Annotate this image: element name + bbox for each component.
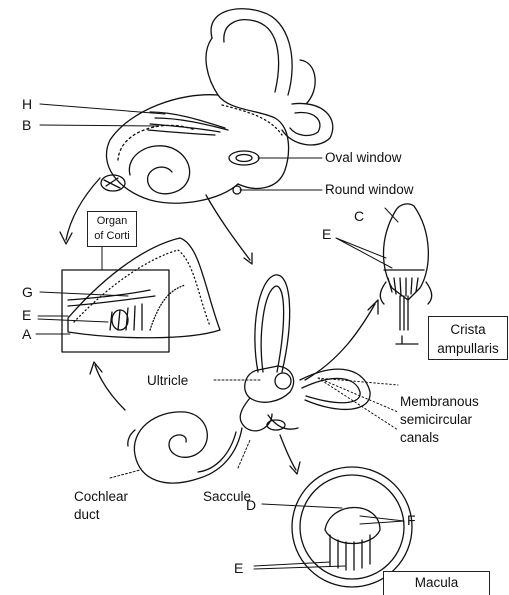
label-saccule: Saccule (203, 489, 251, 505)
label-f: F (407, 512, 416, 528)
label-d: D (246, 497, 256, 513)
label-h: H (22, 96, 32, 112)
crista-ampullaris-drawing (380, 204, 431, 344)
label-b: B (22, 117, 31, 133)
bony-labyrinth (101, 9, 333, 203)
label-e-macula: E (234, 560, 243, 576)
label-e-corti: E (22, 307, 31, 323)
label-c: C (354, 208, 364, 224)
label-e-crista: E (322, 226, 331, 242)
macula-drawing (292, 467, 412, 587)
label-oval-window: Oval window (325, 150, 402, 166)
label-cochlear-duct: Cochlear duct (74, 488, 128, 524)
label-ultricle: Ultricle (147, 373, 188, 389)
label-crista-ampullaris: Crista ampullaris (428, 316, 508, 360)
label-organ-of-corti: Organ of Corti (87, 211, 137, 247)
organ-of-corti-drawing (62, 238, 220, 352)
label-macula: Macula (383, 571, 490, 595)
label-g: G (22, 284, 33, 300)
label-membranous-semicircular-canals: Membranous semicircular canals (400, 393, 479, 447)
label-a: A (22, 326, 31, 342)
label-round-window: Round window (325, 182, 414, 198)
